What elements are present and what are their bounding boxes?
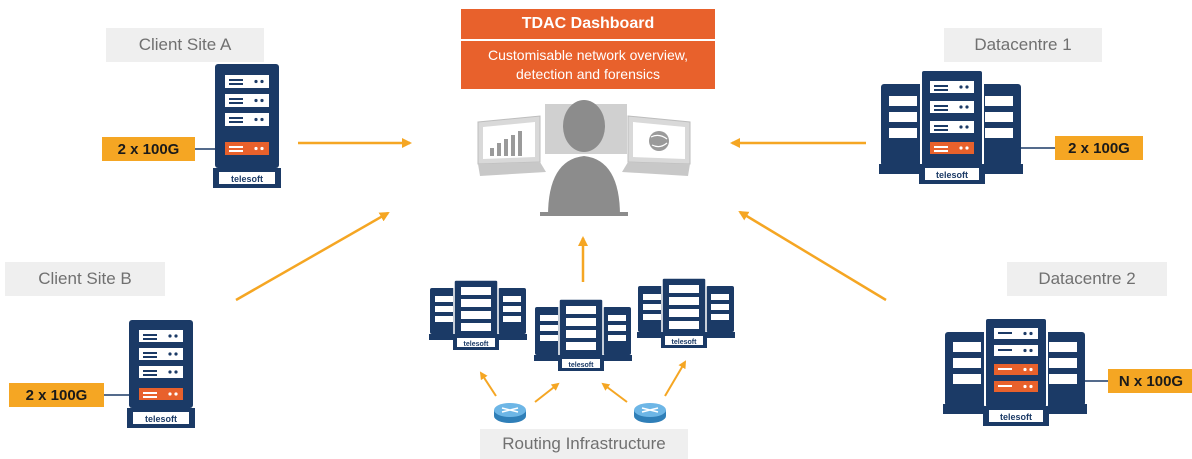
dashboard-description: Customisable network overview, detection… (461, 41, 715, 89)
telesoft-logo: telesoft (569, 362, 595, 369)
dashboard-description-line2: detection and forensics (516, 66, 660, 82)
dashboard-title: TDAC Dashboard (461, 9, 715, 39)
analyst-workstation-icon (477, 100, 691, 216)
telesoft-logo: telesoft (145, 414, 177, 424)
server-rack-client-a: telesoft (213, 64, 281, 188)
capacity-label-client-a: 2 x 100G (102, 137, 195, 161)
arrow-router-1a (479, 371, 497, 397)
telesoft-logo: telesoft (672, 339, 698, 346)
arrow-router-2a (601, 382, 628, 403)
site-label-client-b: Client Site B (5, 262, 165, 296)
dashboard-description-line1: Customisable network overview, (488, 47, 688, 63)
telesoft-logo: telesoft (936, 170, 968, 180)
telesoft-logo: telesoft (1000, 412, 1032, 422)
arrow-client-b (235, 211, 390, 302)
arrow-router-1b (534, 382, 560, 403)
capacity-label-datacentre-2: N x 100G (1108, 369, 1192, 393)
flow-arrows (235, 138, 887, 403)
site-label-datacentre-1: Datacentre 1 (944, 28, 1102, 62)
routing-infrastructure-label: Routing Infrastructure (480, 429, 688, 459)
site-label-datacentre-2: Datacentre 2 (1007, 262, 1167, 296)
server-rack-client-b: telesoft (127, 320, 195, 428)
capacity-label-datacentre-1: 2 x 100G (1055, 136, 1143, 160)
telesoft-logo: telesoft (464, 341, 490, 348)
arrow-router-2b (664, 360, 687, 397)
router-icon (494, 403, 526, 423)
server-cluster-routing-left: telesoft (429, 279, 527, 350)
server-cluster-routing-center: telesoft (534, 298, 632, 371)
site-label-client-a: Client Site A (106, 28, 264, 62)
capacity-label-client-b: 2 x 100G (9, 383, 104, 407)
server-cluster-datacentre-2: telesoft (943, 317, 1087, 426)
router-icon (634, 403, 666, 423)
server-cluster-datacentre-1: telesoft (879, 69, 1023, 184)
telesoft-logo: telesoft (231, 174, 263, 184)
arrow-datacentre-2 (738, 210, 887, 302)
server-cluster-routing-right: telesoft (637, 277, 735, 348)
